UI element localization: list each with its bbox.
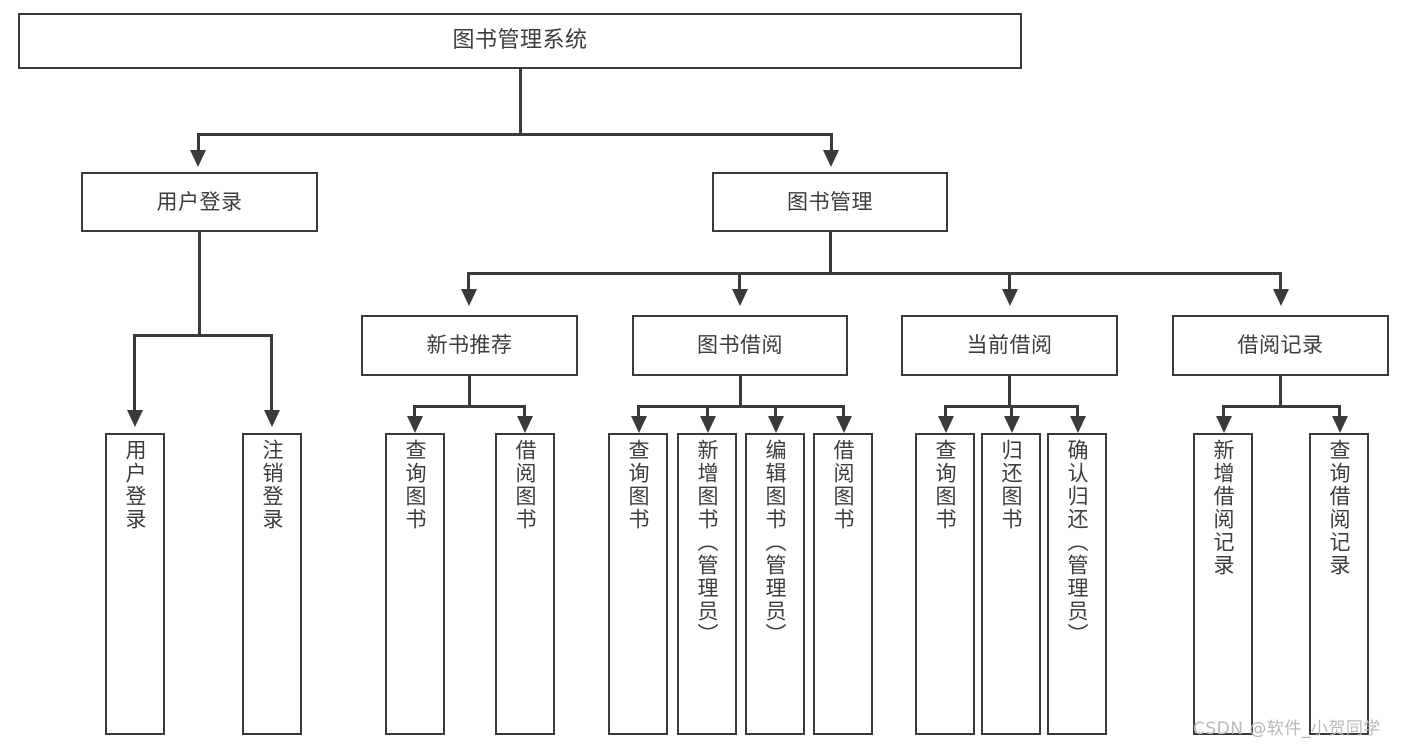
node-label: 编辑图书（管理员） — [763, 439, 788, 646]
leaf-user-login-login[interactable]: 用户登录 — [105, 433, 165, 735]
edge-book-borrow-drop-1 — [637, 405, 640, 419]
node-label: 当前借阅 — [966, 333, 1053, 358]
node-label: 图书管理系统 — [452, 28, 588, 54]
edge-book-manage-drop-3 — [1008, 272, 1011, 292]
edge-borrow-record-stem — [1279, 376, 1282, 407]
arrowhead-leaf-borrow-record-1 — [1216, 416, 1232, 433]
edge-book-borrow-drop-4 — [842, 405, 845, 419]
arrowhead-leaf-book-borrow-3 — [768, 416, 784, 433]
edge-book-manage-stem — [829, 232, 832, 274]
arrowhead-leaf-new-book-1 — [407, 416, 423, 433]
leaf-current-borrow-query[interactable]: 查询图书 — [915, 433, 975, 735]
arrowhead-to-current-borrow — [1002, 289, 1018, 306]
node-label: 归还图书 — [999, 439, 1024, 531]
node-label: 查询借阅记录 — [1327, 439, 1352, 577]
node-new-book-recommend[interactable]: 新书推荐 — [361, 315, 578, 376]
edge-current-borrow-drop-1 — [944, 405, 947, 419]
edge-root-drop-left — [197, 133, 200, 153]
edge-user-login-drop-1 — [133, 334, 136, 413]
leaf-user-login-logout[interactable]: 注销登录 — [242, 433, 302, 735]
arrowhead-to-user-login — [190, 150, 206, 167]
arrowhead-to-new-book — [461, 289, 477, 306]
edge-book-borrow-stem — [739, 376, 742, 407]
leaf-book-borrow-edit[interactable]: 编辑图书（管理员） — [745, 433, 805, 735]
edge-book-borrow-drop-2 — [706, 405, 709, 419]
edge-new-book-stem — [468, 376, 471, 407]
edge-current-borrow-drop-3 — [1076, 405, 1079, 419]
node-label: 查询图书 — [933, 439, 958, 531]
node-label: 图书借阅 — [697, 333, 783, 358]
node-label: 注销登录 — [260, 439, 285, 531]
edge-book-manage-drop-2 — [738, 272, 741, 292]
node-label: 用户登录 — [123, 439, 148, 531]
node-label: 借阅图书 — [513, 439, 538, 531]
node-label: 查询图书 — [626, 439, 651, 531]
edge-user-login-bus — [133, 334, 270, 337]
arrowhead-leaf-current-borrow-1 — [938, 416, 954, 433]
leaf-new-book-query[interactable]: 查询图书 — [385, 433, 445, 735]
node-user-login[interactable]: 用户登录 — [81, 172, 318, 232]
edge-current-borrow-stem — [1008, 376, 1011, 407]
node-label: 新增图书（管理员） — [695, 439, 720, 646]
node-label: 借阅图书 — [831, 439, 856, 531]
node-label: 确认归还（管理员） — [1065, 439, 1090, 646]
node-borrow-record[interactable]: 借阅记录 — [1172, 315, 1389, 376]
arrowhead-leaf-book-borrow-1 — [631, 416, 647, 433]
csdn-watermark: CSDN @软件_小贺同学 — [1193, 719, 1381, 739]
node-label: 查询图书 — [403, 439, 428, 531]
edge-root-drop-right — [830, 133, 833, 153]
leaf-book-borrow-query[interactable]: 查询图书 — [608, 433, 668, 735]
node-label: 用户登录 — [156, 189, 243, 214]
arrowhead-to-borrow-record — [1273, 289, 1289, 306]
node-label: 借阅记录 — [1237, 333, 1324, 358]
node-current-borrow[interactable]: 当前借阅 — [901, 315, 1118, 376]
edge-root-bus — [197, 133, 833, 136]
arrowhead-leaf-current-borrow-3 — [1070, 416, 1086, 433]
arrowhead-to-book-manage — [823, 150, 839, 167]
edge-book-manage-bus — [467, 272, 1279, 275]
arrowhead-leaf-user-login-2 — [264, 410, 280, 427]
leaf-book-borrow-borrow[interactable]: 借阅图书 — [813, 433, 873, 735]
edge-user-login-drop-2 — [270, 334, 273, 413]
edge-new-book-bus — [413, 405, 525, 408]
node-label: 新书推荐 — [426, 333, 513, 358]
edge-user-login-stem — [198, 232, 201, 336]
node-book-borrow[interactable]: 图书借阅 — [632, 315, 848, 376]
edge-book-manage-drop-1 — [467, 272, 470, 292]
leaf-borrow-record-query[interactable]: 查询借阅记录 — [1309, 433, 1369, 735]
arrowhead-leaf-current-borrow-2 — [1004, 416, 1020, 433]
edge-new-book-drop-2 — [523, 405, 526, 419]
arrowhead-leaf-book-borrow-2 — [700, 416, 716, 433]
leaf-borrow-record-add[interactable]: 新增借阅记录 — [1193, 433, 1253, 735]
leaf-current-borrow-confirm[interactable]: 确认归还（管理员） — [1047, 433, 1107, 735]
leaf-book-borrow-add[interactable]: 新增图书（管理员） — [677, 433, 737, 735]
edge-book-borrow-bus — [637, 405, 844, 408]
edge-new-book-drop-1 — [413, 405, 416, 419]
edge-book-borrow-drop-3 — [774, 405, 777, 419]
edge-current-borrow-drop-2 — [1010, 405, 1013, 419]
node-label: 图书管理 — [787, 189, 873, 214]
node-book-management[interactable]: 图书管理 — [712, 172, 948, 232]
arrowhead-to-book-borrow — [732, 289, 748, 306]
node-root-system[interactable]: 图书管理系统 — [18, 13, 1022, 69]
leaf-new-book-borrow[interactable]: 借阅图书 — [495, 433, 555, 735]
edge-root-stem — [519, 69, 522, 134]
arrowhead-leaf-book-borrow-4 — [836, 416, 852, 433]
edge-book-manage-drop-4 — [1279, 272, 1282, 292]
leaf-current-borrow-return[interactable]: 归还图书 — [981, 433, 1041, 735]
node-label: 新增借阅记录 — [1211, 439, 1236, 577]
edge-borrow-record-drop-2 — [1338, 405, 1341, 419]
arrowhead-leaf-user-login-1 — [127, 410, 143, 427]
arrowhead-leaf-borrow-record-2 — [1332, 416, 1348, 433]
arrowhead-leaf-new-book-2 — [517, 416, 533, 433]
edge-borrow-record-bus — [1222, 405, 1340, 408]
edge-borrow-record-drop-1 — [1222, 405, 1225, 419]
